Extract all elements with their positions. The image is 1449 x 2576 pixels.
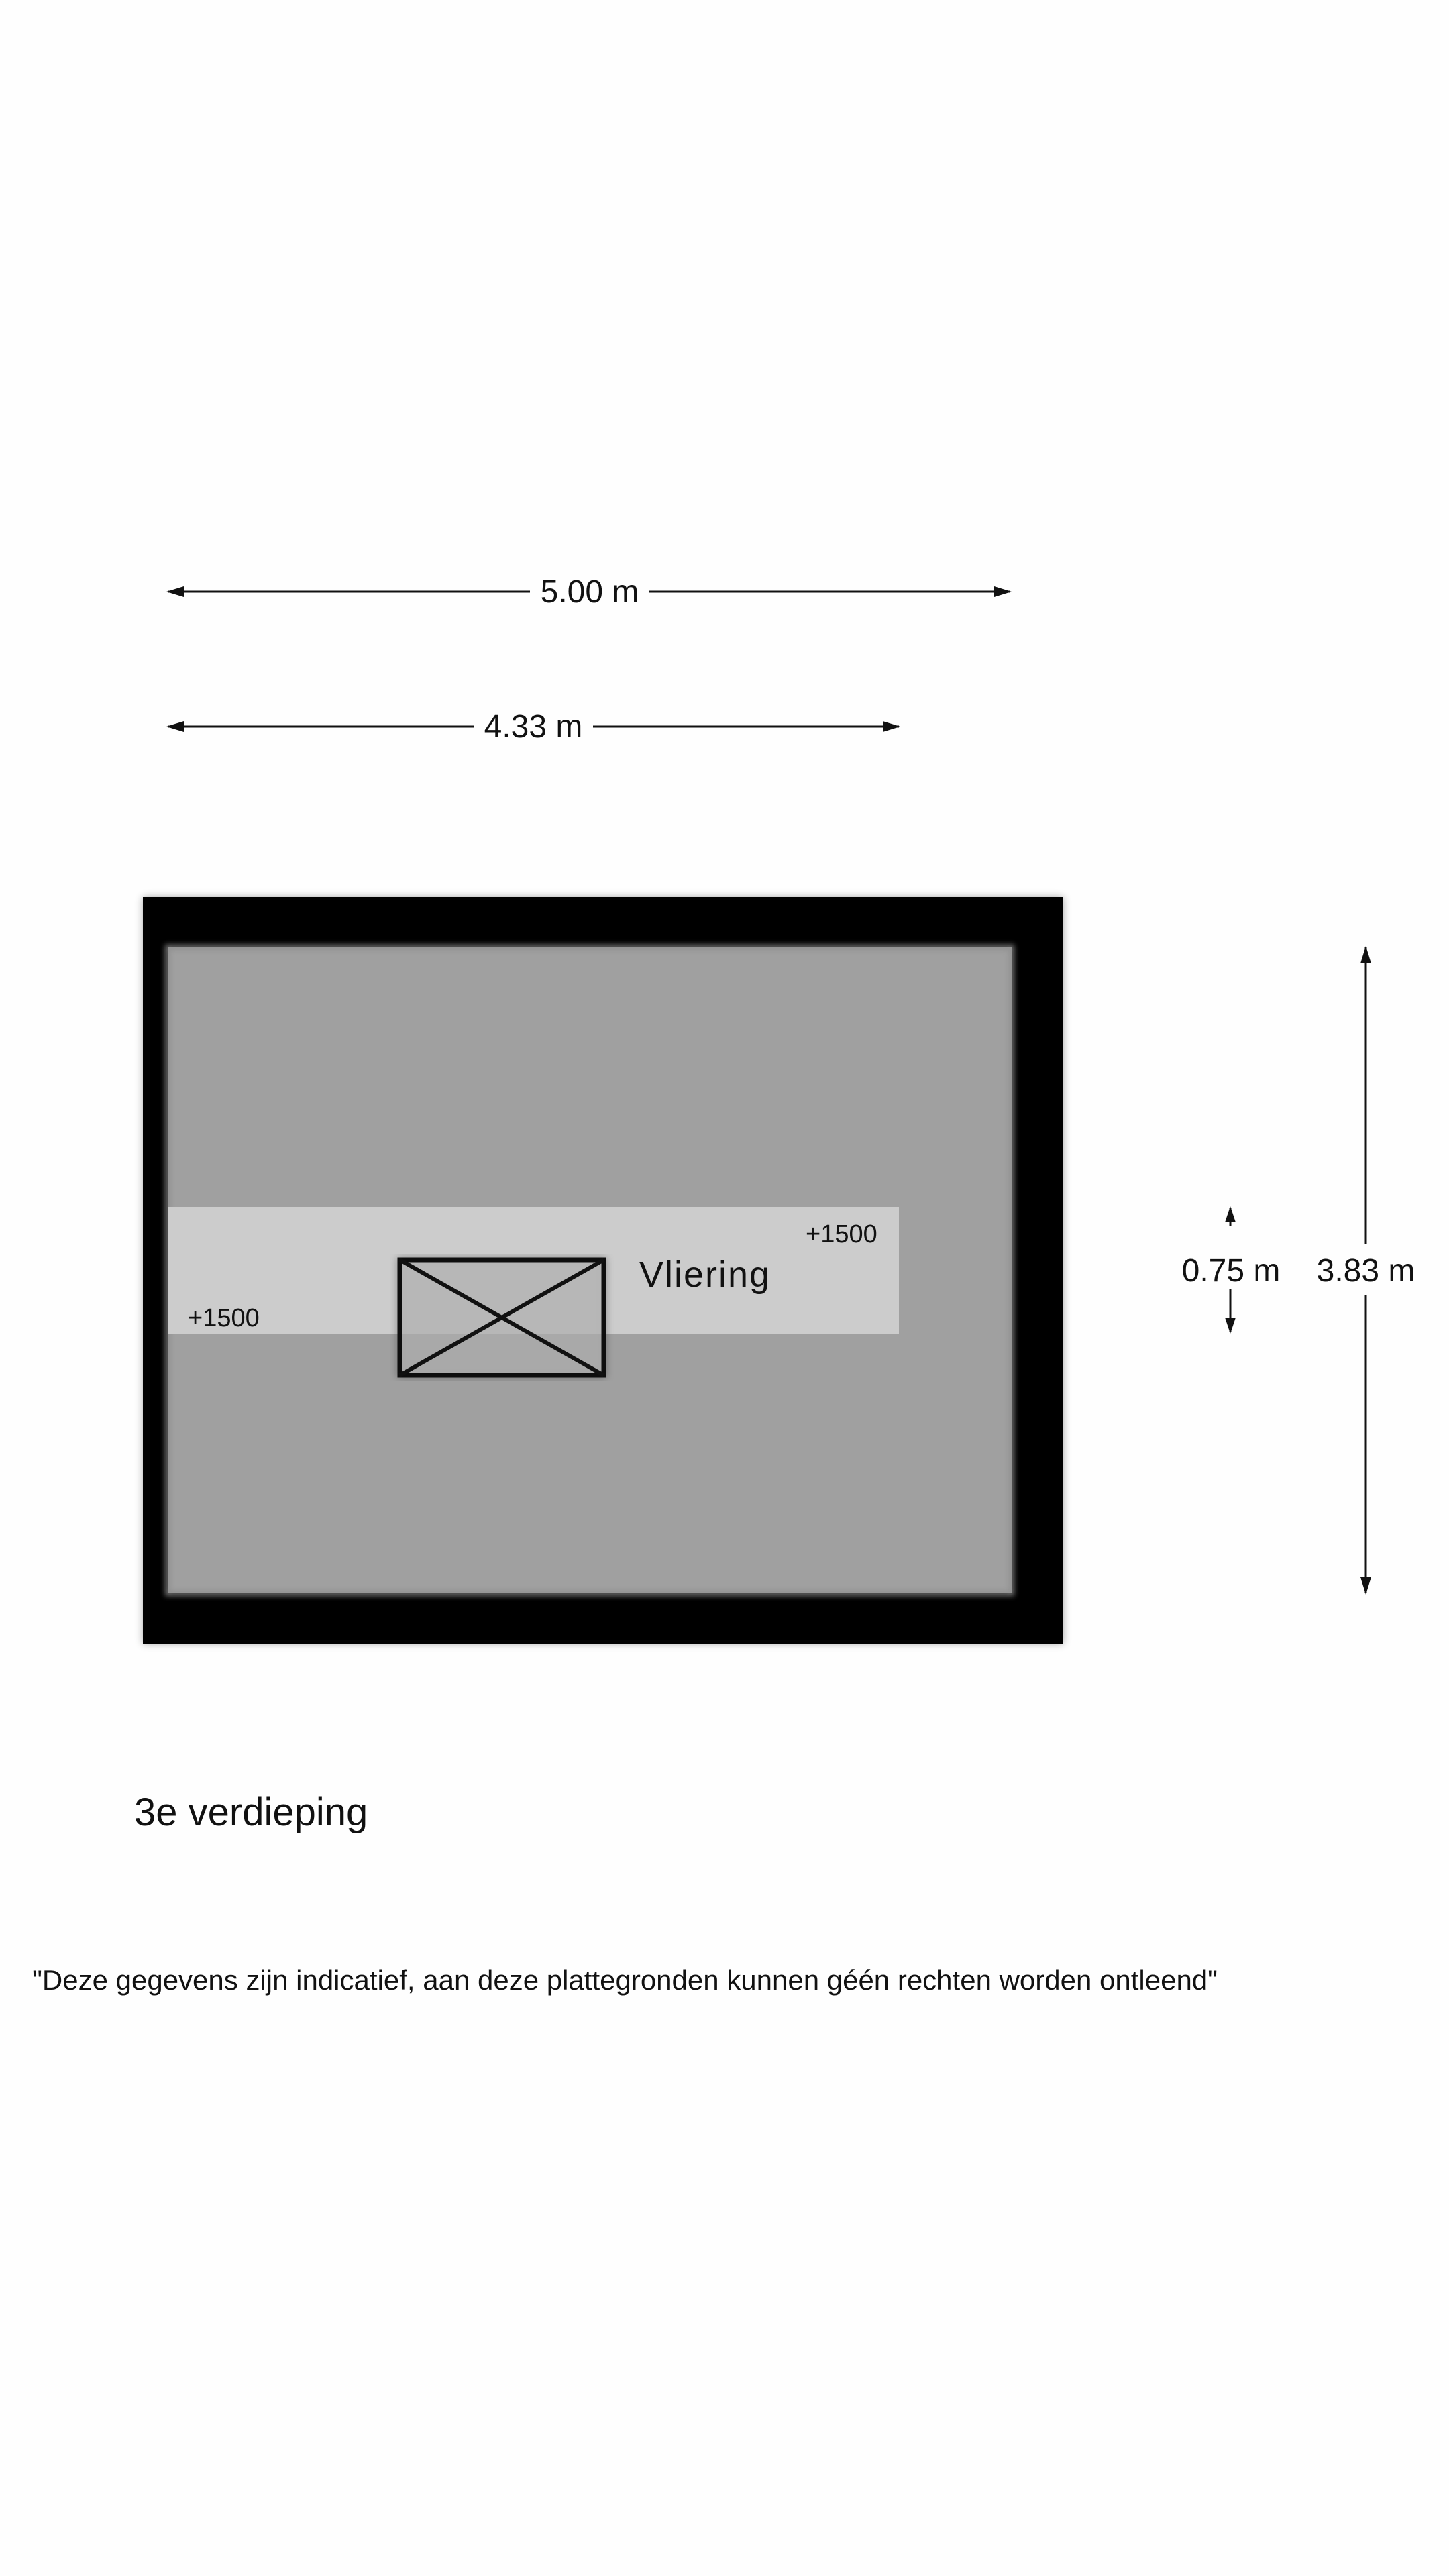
dimension-total-height: 3.83 m [1317, 946, 1415, 1595]
dimension-strip-depth-label: 0.75 m [1182, 1253, 1281, 1289]
dimension-strip-depth: 0.75 m [1182, 1206, 1281, 1334]
dimension-inner-width: 4.33 m [166, 709, 900, 745]
dimension-inner-width-label: 4.33 m [484, 709, 583, 745]
dimension-total-height-label: 3.83 m [1317, 1253, 1415, 1289]
level-marker-right: +1500 [806, 1220, 877, 1248]
floor-level-title: 3e verdieping [134, 1790, 368, 1834]
room-name: Vliering [639, 1254, 771, 1295]
disclaimer-text: "Deze gegevens zijn indicatief, aan deze… [32, 1964, 1218, 1996]
dimension-outer-width: 5.00 m [166, 574, 1012, 610]
dimension-outer-width-label: 5.00 m [541, 574, 639, 610]
hatch-opening [397, 1257, 606, 1378]
level-marker-left: +1500 [188, 1304, 260, 1332]
